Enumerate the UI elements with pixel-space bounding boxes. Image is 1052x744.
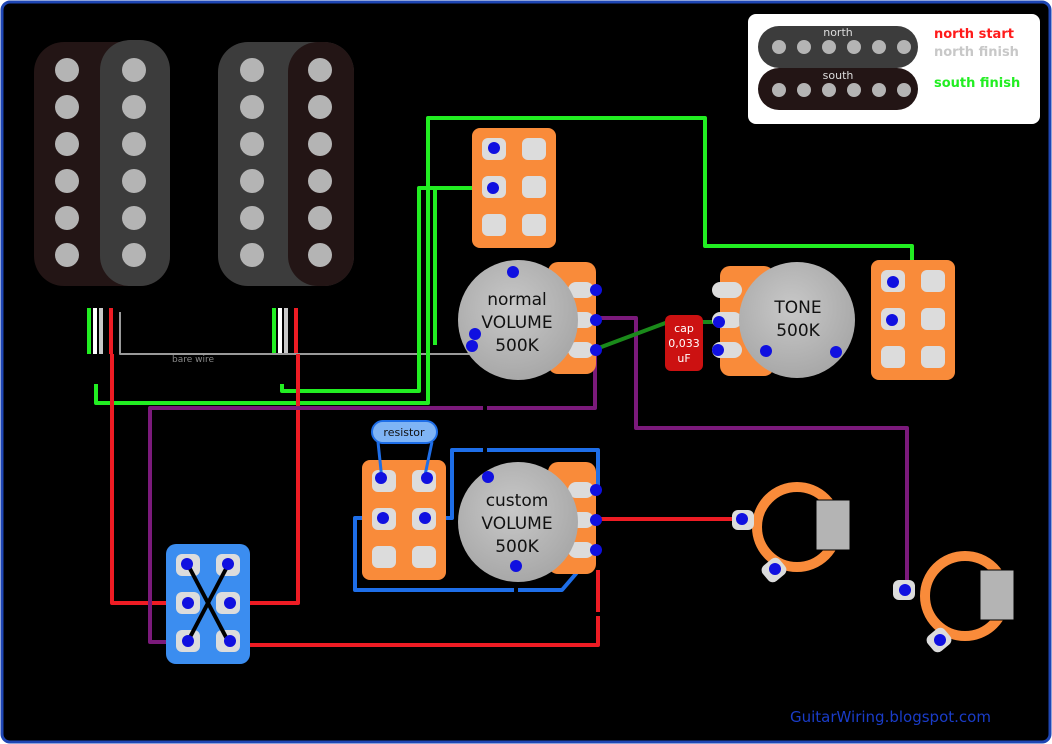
pickup-color-legend: north south north start north finish sou… (748, 14, 1040, 124)
site-credit: GuitarWiring.blogspot.com (790, 708, 991, 726)
green-wire-bridge (280, 186, 492, 393)
resistor-label: resistor (383, 426, 425, 439)
legend-north-label: north (823, 26, 853, 39)
capacitor: cap 0,033 uF (665, 315, 703, 371)
mini-switch-custom (362, 460, 446, 580)
capacitor-line3: uF (677, 352, 690, 365)
capacitor-line2: 0,033 (668, 337, 700, 350)
legend-south-finish: south finish (934, 76, 1020, 91)
bridge-humbucker-pickup (218, 42, 354, 286)
pot-tone-line1: TONE (773, 298, 821, 318)
pickup-leads (87, 308, 298, 354)
neck-humbucker-pickup (34, 40, 170, 286)
legend-north-start: north start (934, 27, 1014, 42)
red-wire-bridge (232, 354, 300, 605)
dkgreen-wire-1 (595, 320, 669, 351)
pot-normal-line3: 500K (495, 336, 539, 356)
toggle-switch (166, 544, 250, 664)
pot-custom-line1: custom (486, 491, 549, 511)
red-wire-neck (110, 354, 188, 605)
pot-normal-line2: VOLUME (481, 313, 552, 333)
pot-normal-line1: normal (487, 290, 547, 310)
legend-north-finish: north finish (934, 45, 1019, 60)
pot-normal-volume: normal VOLUME 500K (458, 260, 596, 380)
purple-wire-jack (598, 316, 909, 587)
solder-points (181, 142, 946, 647)
pot-custom-line2: VOLUME (481, 514, 552, 534)
pot-custom-volume: custom VOLUME 500K (458, 462, 596, 582)
pot-tone: TONE 500K (712, 262, 855, 378)
legend-south-label: south (823, 69, 854, 82)
bare-wire-label: bare wire (172, 355, 214, 365)
red-wire-output (232, 616, 600, 647)
mini-switch-right (871, 260, 955, 380)
capacitor-line1: cap (674, 322, 694, 335)
pot-tone-line2: 500K (776, 321, 820, 341)
pot-custom-line3: 500K (495, 537, 539, 557)
mini-switch-top (472, 128, 556, 248)
purple-wire-switch (148, 348, 597, 644)
